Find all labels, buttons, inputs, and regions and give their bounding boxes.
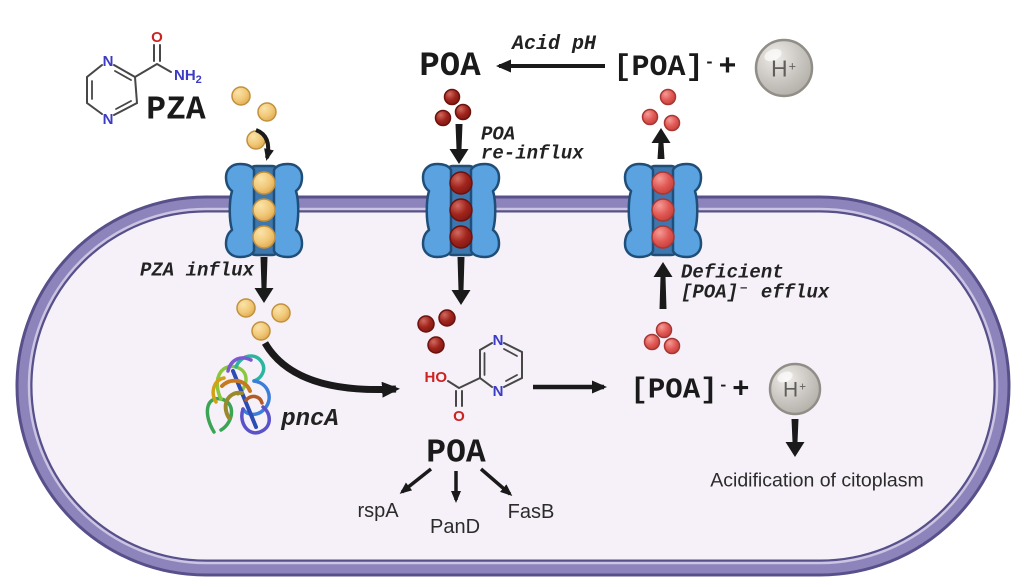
- pza-atom-n2: N: [103, 111, 114, 128]
- poa-atom-ho: HO: [425, 369, 448, 386]
- proton-sphere-intracellular: [768, 362, 822, 416]
- poa-reinflux-arrow: [451, 257, 471, 305]
- poa-dots-in-channel: [449, 171, 473, 249]
- poa-anion-dots-intracellular: [643, 321, 681, 355]
- pnca-conversion-arrow: [261, 341, 400, 398]
- poa-product-label: POA: [426, 434, 486, 472]
- poa-to-fasb-arrow: [479, 467, 513, 496]
- pza-structure: [86, 44, 172, 116]
- pza-label: PZA: [146, 91, 206, 129]
- poa-to-rspa-arrow: [399, 467, 433, 494]
- poa-atom-n1: N: [493, 332, 504, 349]
- pza-influx-arrow: [254, 257, 274, 303]
- pnca-protein-ribbon: [205, 354, 271, 435]
- target-fasb-label: FasB: [507, 501, 555, 523]
- proton-mid-label: H+: [783, 378, 806, 402]
- pnca-label: pncA: [281, 406, 339, 433]
- pza-atom-o: O: [151, 29, 163, 46]
- pza-atom-nh2: NH2: [174, 67, 202, 86]
- pza-influx-label: PZA influx: [139, 259, 255, 282]
- poa-reentry-arrow: [449, 124, 469, 164]
- efflux-up-arrow-outer: [651, 128, 671, 159]
- poa-structure: [447, 342, 523, 407]
- poa-anion-mid-label: [POA]-+: [630, 373, 750, 407]
- pza-entry-arrow: [255, 128, 274, 161]
- poa-atom-o: O: [453, 408, 465, 425]
- efflux-up-arrow-inner: [653, 262, 673, 309]
- deficient-efflux-label-line1: Deficient: [681, 261, 784, 284]
- pza-atom-n1: N: [103, 53, 114, 70]
- proton-sphere-extracellular: [754, 38, 814, 98]
- poa-reinflux-label-line1: POA: [481, 123, 516, 146]
- pza-dots-extracellular: [231, 86, 277, 150]
- proton-top-label: H+: [770, 55, 797, 82]
- poa-anion-dots-extracellular: [641, 88, 681, 132]
- poa-reinflux-label-line2: re-influx: [481, 142, 584, 165]
- poa-dots-extracellular: [434, 88, 472, 127]
- poa-atom-n2: N: [493, 383, 504, 400]
- deficient-efflux-label-line2: [POA]⁻ efflux: [681, 281, 830, 304]
- acid-ph-label: Acid pH: [511, 33, 597, 56]
- poa-dots-intracellular: [417, 309, 456, 354]
- acidification-label: Acidification of citoplasm: [710, 469, 924, 492]
- poa-anion-top-label: [POA]-+: [613, 51, 737, 85]
- target-pand-label: PanD: [429, 516, 481, 538]
- poa-anion-dots-in-channel: [651, 171, 675, 249]
- acidification-arrow: [785, 419, 805, 457]
- pza-dots-in-channel: [252, 171, 276, 249]
- arrows: [254, 59, 805, 503]
- pza-dots-intracellular: [236, 298, 291, 341]
- poa-top-label: POA: [419, 48, 481, 86]
- target-rspa-label: rspA: [357, 500, 399, 522]
